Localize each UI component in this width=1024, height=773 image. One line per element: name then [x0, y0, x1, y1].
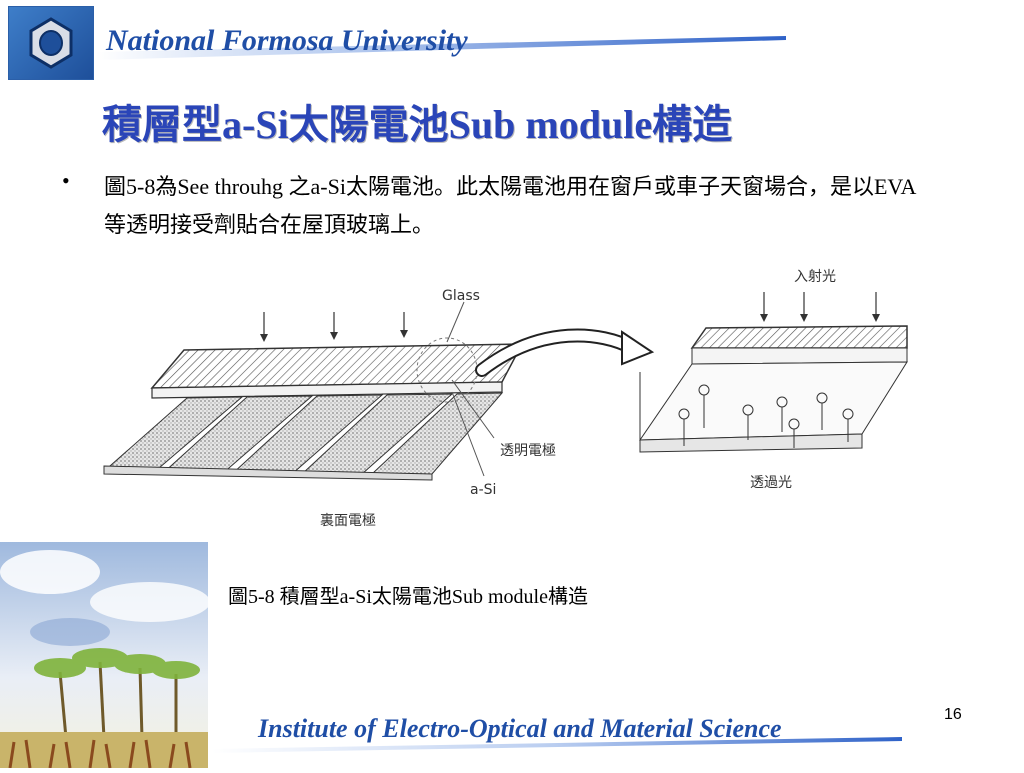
label-incident-light: 入射光: [794, 269, 836, 285]
left-module: [103, 312, 524, 481]
bullet-text: 圖5-8為See throuhg 之a-Si太陽電池。此太陽電池用在窗戶或車子天…: [104, 174, 917, 237]
right-module: [639, 292, 908, 453]
label-glass: Glass: [442, 288, 480, 304]
label-transparent-electrode: 透明電極: [500, 443, 556, 459]
hexagon-nut-icon: [29, 17, 73, 69]
figure-caption: 圖5-8 積層型a-Si太陽電池Sub module構造: [228, 586, 588, 608]
label-transmitted-light: 透過光: [750, 475, 792, 491]
label-a-si: a-Si: [470, 482, 497, 498]
label-back-electrode: 裏面電極: [320, 513, 376, 529]
institute-name: Institute of Electro-Optical and Materia…: [258, 714, 782, 743]
bullet-icon: •: [62, 168, 70, 193]
page-number: 16: [944, 706, 962, 723]
figure-drawing: [103, 292, 908, 481]
slide-title: 積層型a-Si太陽電池Sub module構造: [102, 102, 733, 147]
solar-module-figure: Glass 入射光 透明電極 a-Si 裏面電極 透過光: [92, 252, 922, 542]
header-band: [96, 36, 786, 60]
university-logo: [8, 6, 94, 80]
university-name: National Formosa University: [106, 24, 468, 57]
footer-band: [212, 737, 902, 753]
palm-tree-painting: [0, 542, 210, 769]
